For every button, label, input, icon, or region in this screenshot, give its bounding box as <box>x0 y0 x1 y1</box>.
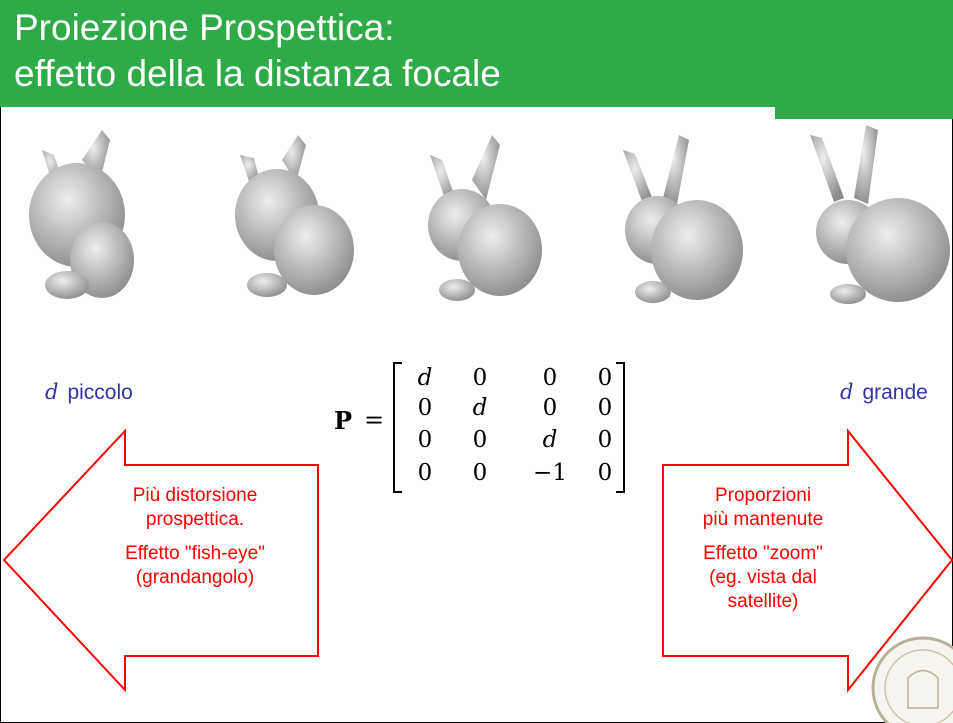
matrix-cell: 0 <box>598 395 613 421</box>
equals-sign: = <box>364 406 384 434</box>
matrix-cell: 0 <box>543 365 558 391</box>
matrix-symbol: P <box>334 406 352 435</box>
label-text: piccolo <box>67 381 132 404</box>
matrix-cell: 0 <box>473 460 488 486</box>
left-arrow-text: Più distorsione prospettica. Effetto "fi… <box>80 484 310 590</box>
bunny-image-3 <box>412 120 552 310</box>
matrix-cell: 0 <box>598 460 613 486</box>
right-arrow-line-1: Proporzioni <box>668 484 858 508</box>
left-arrow-line-2: prospettica. <box>80 508 310 532</box>
variable-d: d <box>45 380 58 404</box>
label-text: grande <box>862 381 927 404</box>
label-d-piccolo: d piccolo <box>45 380 133 405</box>
matrix-cell: −1 <box>533 460 567 486</box>
left-arrow-line-3: Effetto "fish-eye" <box>80 542 310 566</box>
title-bar: Proiezione Prospettica: effetto della la… <box>0 0 775 107</box>
right-arrow-line-2: più mantenute <box>668 508 858 532</box>
bunny-image-2 <box>222 120 362 310</box>
left-arrow-line-1: Più distorsione <box>80 484 310 508</box>
matrix-body: d 0 0 0 0 d 0 0 0 0 d 0 0 0 −1 0 <box>390 360 630 495</box>
projection-matrix: P = d 0 0 0 0 d 0 0 0 0 d 0 0 0 −1 0 <box>334 360 634 500</box>
matrix-cell: 0 <box>418 427 433 453</box>
matrix-cell: d <box>543 427 558 453</box>
right-arrow-line-4: (eg. vista dal <box>668 566 858 590</box>
bunny-image-4 <box>605 120 755 310</box>
variable-d: d <box>840 380 853 404</box>
matrix-cell: 0 <box>473 427 488 453</box>
right-arrow-text: Proporzioni più mantenute Effetto "zoom"… <box>668 484 858 614</box>
matrix-cell: d <box>418 365 433 391</box>
bunny-image-5 <box>798 120 953 310</box>
title-line-1: Proiezione Prospettica: <box>14 7 394 48</box>
matrix-cell: 0 <box>473 365 488 391</box>
matrix-cell: d <box>473 395 488 421</box>
matrix-cell: 0 <box>543 395 558 421</box>
university-seal-icon <box>868 633 953 723</box>
matrix-cell: 0 <box>418 395 433 421</box>
bunny-image-1 <box>22 120 142 310</box>
slide-title: Proiezione Prospettica: effetto della la… <box>14 5 501 97</box>
matrix-cell: 0 <box>418 460 433 486</box>
bunny-row <box>0 120 953 320</box>
matrix-cell: 0 <box>598 427 613 453</box>
right-arrow-line-5: satellite) <box>668 590 858 614</box>
matrix-cell: 0 <box>598 365 613 391</box>
right-arrow-line-3: Effetto "zoom" <box>668 542 858 566</box>
title-bar-extension <box>775 0 953 119</box>
title-line-2: effetto della la distanza focale <box>14 53 501 94</box>
left-arrow-line-4: (grandangolo) <box>80 566 310 590</box>
